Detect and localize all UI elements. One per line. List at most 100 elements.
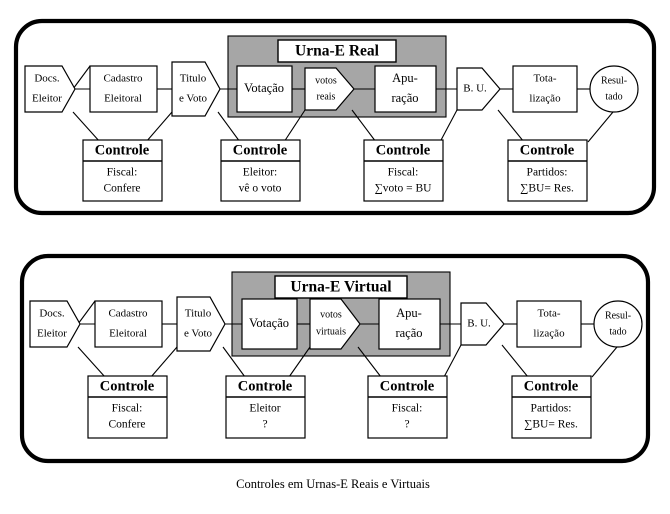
node-v-totalizacao-line-2: lização [533,328,565,340]
control-box-real-3-line-2: ∑voto = BU [375,183,433,195]
node-v-apuracao[interactable]: Apu- ração [378,298,441,350]
node-apuracao-line-2: ração [391,91,418,105]
control-box-real-1[interactable]: Controle Fiscal: Confere [82,139,163,202]
ctrl-v-line-titulo-down [222,346,246,378]
node-docs-eleitor[interactable]: Docs. Eleitor [24,65,76,113]
control-box-real-4[interactable]: Controle Partidos: ∑BU= Res. [507,139,588,202]
node-v-titulo-e-voto-line-1: Titulo [185,308,212,320]
control-box-real-2-frame [220,139,301,202]
control-box-virtual-4-line-1: Partidos: [531,403,572,415]
control-box-virtual-1-header: Controle [100,378,155,394]
node-v-votos-virtuais-line-1: votos [320,309,342,320]
node-v-votacao-line-1: Votação [249,316,289,330]
node-v-bu[interactable]: B. U. [460,302,505,346]
ctrl-v-line-resultado-down [591,346,618,378]
node-votos-reais-line-1: votos [315,75,337,86]
control-connectors-real [72,65,614,143]
ctrl-v-line-votos-down [288,346,311,378]
node-v-votacao-shape [241,298,298,350]
node-resultado-shape [589,65,639,113]
node-resultado-line-2: tado [605,91,622,102]
node-docs-eleitor-shape [24,65,76,113]
control-box-virtual-3-header: Controle [380,378,435,394]
control-box-virtual-2-line-1: Eleitor [249,403,280,415]
control-box-virtual-2-frame [225,375,306,439]
node-bu[interactable]: B. U. [456,67,501,111]
node-v-docs-eleitor-shape [29,300,81,348]
figure-caption: Controles em Urnas-E Reais e Virtuais [236,477,430,491]
node-v-votacao[interactable]: Votação [241,298,298,350]
node-votacao-shape [236,65,293,113]
node-v-cadastro-eleitoral-line-1: Cadastro [108,308,148,320]
control-box-real-2-line-1: Eleitor: [243,167,278,179]
control-box-real-4-line-1: Partidos: [527,167,568,179]
node-v-bu-line-1: B. U. [467,318,491,330]
node-v-cadastro-eleitoral[interactable]: Cadastro Eleitoral [94,300,163,348]
control-box-real-2-header: Controle [233,142,288,158]
node-v-docs-eleitor-line-1: Docs. [39,308,65,320]
control-box-virtual-3[interactable]: Controle Fiscal: ? [367,375,448,439]
panel-real: Urna-E Real [13,18,657,216]
control-box-virtual-1[interactable]: Controle Fiscal: Confere [87,375,168,439]
control-box-virtual-4[interactable]: Controle Partidos: ∑BU= Res. [511,375,592,439]
node-v-totalizacao[interactable]: Tota- lização [516,300,582,348]
control-box-virtual-2[interactable]: Controle Eleitor ? [225,375,306,439]
ctrl-v-line-titulo-left [150,346,178,378]
node-v-resultado-line-1: Resul- [605,310,631,321]
node-titulo-e-voto-line-2: e Voto [179,93,208,105]
panel-virtual: Urna-E Virtual [19,253,651,464]
node-v-apuracao-line-1: Apu- [396,306,422,320]
node-titulo-e-voto[interactable]: Titulo e Voto [171,61,221,117]
control-box-virtual-1-line-1: Fiscal: [112,403,143,415]
ctrl-line-docs-down [72,111,101,143]
node-v-totalizacao-line-1: Tota- [537,308,560,320]
node-totalizacao-line-1: Tota- [533,73,556,85]
node-v-votos-virtuais[interactable]: votos virtuais [309,298,361,350]
node-bu-line-1: B. U. [463,83,487,95]
node-totalizacao-line-2: lização [529,93,561,105]
node-v-resultado[interactable]: Resul- tado [593,300,643,348]
node-bu-shape [456,67,501,111]
node-totalizacao[interactable]: Tota- lização [512,65,578,113]
ctrl-line-votos-right [351,109,377,143]
node-v-bu-shape [460,302,505,346]
node-cadastro-eleitoral-line-2: Eleitoral [104,93,142,105]
control-box-real-1-line-2: Confere [103,183,140,195]
urna-virtual-title-box [274,275,408,299]
node-v-cadastro-eleitoral-line-2: Eleitoral [109,328,147,340]
ctrl-line-docs [72,65,91,90]
node-votos-reais[interactable]: votos reais [304,67,355,111]
node-apuracao-shape [374,65,437,113]
node-votacao[interactable]: Votação [236,65,293,113]
ctrl-v-line-votos-right [357,346,382,378]
node-apuracao[interactable]: Apu- ração [374,65,437,113]
control-box-real-2[interactable]: Controle Eleitor: vê o voto [220,139,301,202]
node-v-titulo-e-voto-line-2: e Voto [184,328,213,340]
ctrl-line-votos-down [283,109,306,143]
node-v-totalizacao-shape [516,300,582,348]
control-box-real-3[interactable]: Controle Fiscal: ∑voto = BU [363,139,444,202]
node-cadastro-eleitoral[interactable]: Cadastro Eleitoral [89,65,158,113]
node-votacao-line-1: Votação [244,81,284,95]
node-docs-eleitor-line-2: Eleitor [32,93,62,105]
node-resultado[interactable]: Resul- tado [589,65,639,113]
control-box-real-1-header: Controle [95,142,150,158]
urna-real-title-box [277,39,397,63]
ctrl-line-bu-down [439,109,458,143]
ctrl-v-line-docs-down [77,346,106,378]
control-box-real-3-line-1: Fiscal: [388,167,419,179]
node-v-resultado-shape [593,300,643,348]
node-resultado-line-1: Resul- [601,75,627,86]
node-cadastro-eleitoral-shape [89,65,158,113]
node-votos-reais-shape [304,67,355,111]
node-v-titulo-e-voto[interactable]: Titulo e Voto [176,296,226,352]
node-v-docs-eleitor[interactable]: Docs. Eleitor [29,300,81,348]
node-v-votos-virtuais-shape [309,298,361,350]
ctrl-v-line-docs [77,300,96,325]
control-box-virtual-4-line-2: ∑BU= Res. [524,419,578,431]
node-totalizacao-shape [512,65,578,113]
node-titulo-e-voto-shape [171,61,221,117]
ctrl-line-bu-right [497,109,525,143]
control-box-virtual-3-line-1: Fiscal: [392,403,423,415]
